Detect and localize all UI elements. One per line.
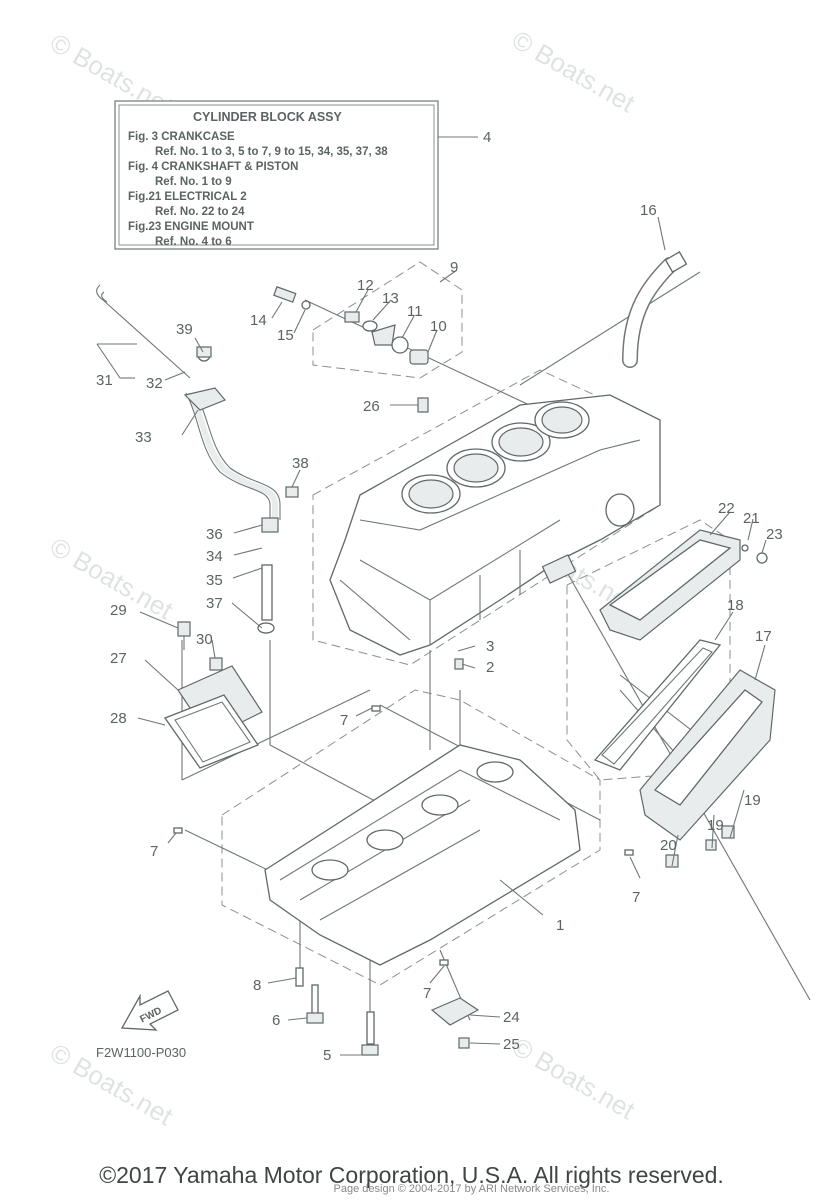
callout-16: 16 <box>640 202 657 219</box>
copyright-notice: ©2017 Yamaha Motor Corporation, U.S.A. A… <box>99 1162 724 1188</box>
info-box-title: CYLINDER BLOCK ASSY <box>193 110 343 124</box>
callout-36: 36 <box>206 526 223 543</box>
page-design-notice: Page design © 2004-2017 by ARI Network S… <box>333 1183 610 1195</box>
callout-5: 5 <box>323 1047 331 1064</box>
info-box-line-2: Ref. No. 1 to 3, 5 to 7, 9 to 15, 34, 35… <box>155 146 388 158</box>
callout-21: 21 <box>743 510 760 527</box>
callout-leaders <box>96 216 767 1056</box>
callout-17: 17 <box>755 628 772 645</box>
callout-1: 1 <box>556 917 564 934</box>
crankcase-lower <box>264 744 581 966</box>
info-box-line-3: Fig. 4 CRANKSHAFT & PISTON <box>128 161 298 173</box>
callout-29: 29 <box>110 602 127 619</box>
info-box-line-1: Fig. 3 CRANKCASE <box>128 131 235 143</box>
diagram-code: F2W1100-P030 <box>96 1045 186 1060</box>
callout-39: 39 <box>176 321 193 338</box>
callout-7a: 7 <box>150 843 158 860</box>
info-box-line-7: Fig.23 ENGINE MOUNT <box>128 221 254 233</box>
info-box-line-6: Ref. No. 22 to 24 <box>155 206 245 218</box>
callout-32: 32 <box>146 375 163 392</box>
callout-23: 23 <box>766 526 783 543</box>
callout-31: 31 <box>96 372 113 389</box>
callout-15: 15 <box>277 327 294 344</box>
callout-26: 26 <box>363 398 380 415</box>
electrical-bracket <box>599 529 768 641</box>
callout-2: 2 <box>486 659 494 676</box>
callout-38: 38 <box>292 455 309 472</box>
callout-19a: 19 <box>744 792 761 809</box>
callout-7c: 7 <box>632 889 640 906</box>
callout-19b: 19 <box>707 817 724 834</box>
callout-3: 3 <box>486 638 494 655</box>
callout-25: 25 <box>503 1036 520 1053</box>
fwd-arrow-icon: FWD <box>120 990 179 1031</box>
callout-10: 10 <box>430 318 447 335</box>
info-box-line-5: Fig.21 ELECTRICAL 2 <box>128 191 247 203</box>
fasteners <box>173 397 735 1056</box>
callout-11: 11 <box>407 303 423 320</box>
callout-33: 33 <box>135 429 152 446</box>
callout-8: 8 <box>253 977 261 994</box>
callout-6: 6 <box>272 1012 280 1029</box>
callout-35: 35 <box>206 572 223 589</box>
callout-7d: 7 <box>423 985 431 1002</box>
hose-16 <box>622 251 688 368</box>
callout-12: 12 <box>357 277 374 294</box>
callout-14: 14 <box>250 312 267 329</box>
gasket-and-cover <box>593 639 776 841</box>
callout-13: 13 <box>382 290 399 307</box>
callout-27: 27 <box>110 650 127 667</box>
callout-7b: 7 <box>340 712 348 729</box>
watermark-top-right: © Boats.net <box>507 24 641 118</box>
small-parts-9-15 <box>273 286 429 365</box>
callout-28: 28 <box>110 710 127 727</box>
callout-20: 20 <box>660 837 677 854</box>
info-box: CYLINDER BLOCK ASSY Fig. 3 CRANKCASE Ref… <box>114 100 478 250</box>
callout-4: 4 <box>483 129 491 146</box>
info-box-line-4: Ref. No. 1 to 9 <box>155 176 232 188</box>
callout-numbers: 1 2 3 4 5 6 7 7 7 7 8 9 10 11 12 13 14 1… <box>96 129 783 1064</box>
cylinder-block <box>329 394 661 656</box>
access-cover <box>163 665 263 769</box>
callout-30: 30 <box>196 631 213 648</box>
dipstick-assembly <box>96 284 281 522</box>
callout-24: 24 <box>503 1009 520 1026</box>
callout-34: 34 <box>206 548 223 565</box>
callout-22: 22 <box>718 500 735 517</box>
callout-9: 9 <box>450 259 458 276</box>
watermark-bottom-right: © Boats.net <box>507 1031 641 1125</box>
info-box-line-8: Ref. No. 4 to 6 <box>155 236 232 248</box>
callout-18: 18 <box>727 597 744 614</box>
callout-37: 37 <box>206 595 223 612</box>
